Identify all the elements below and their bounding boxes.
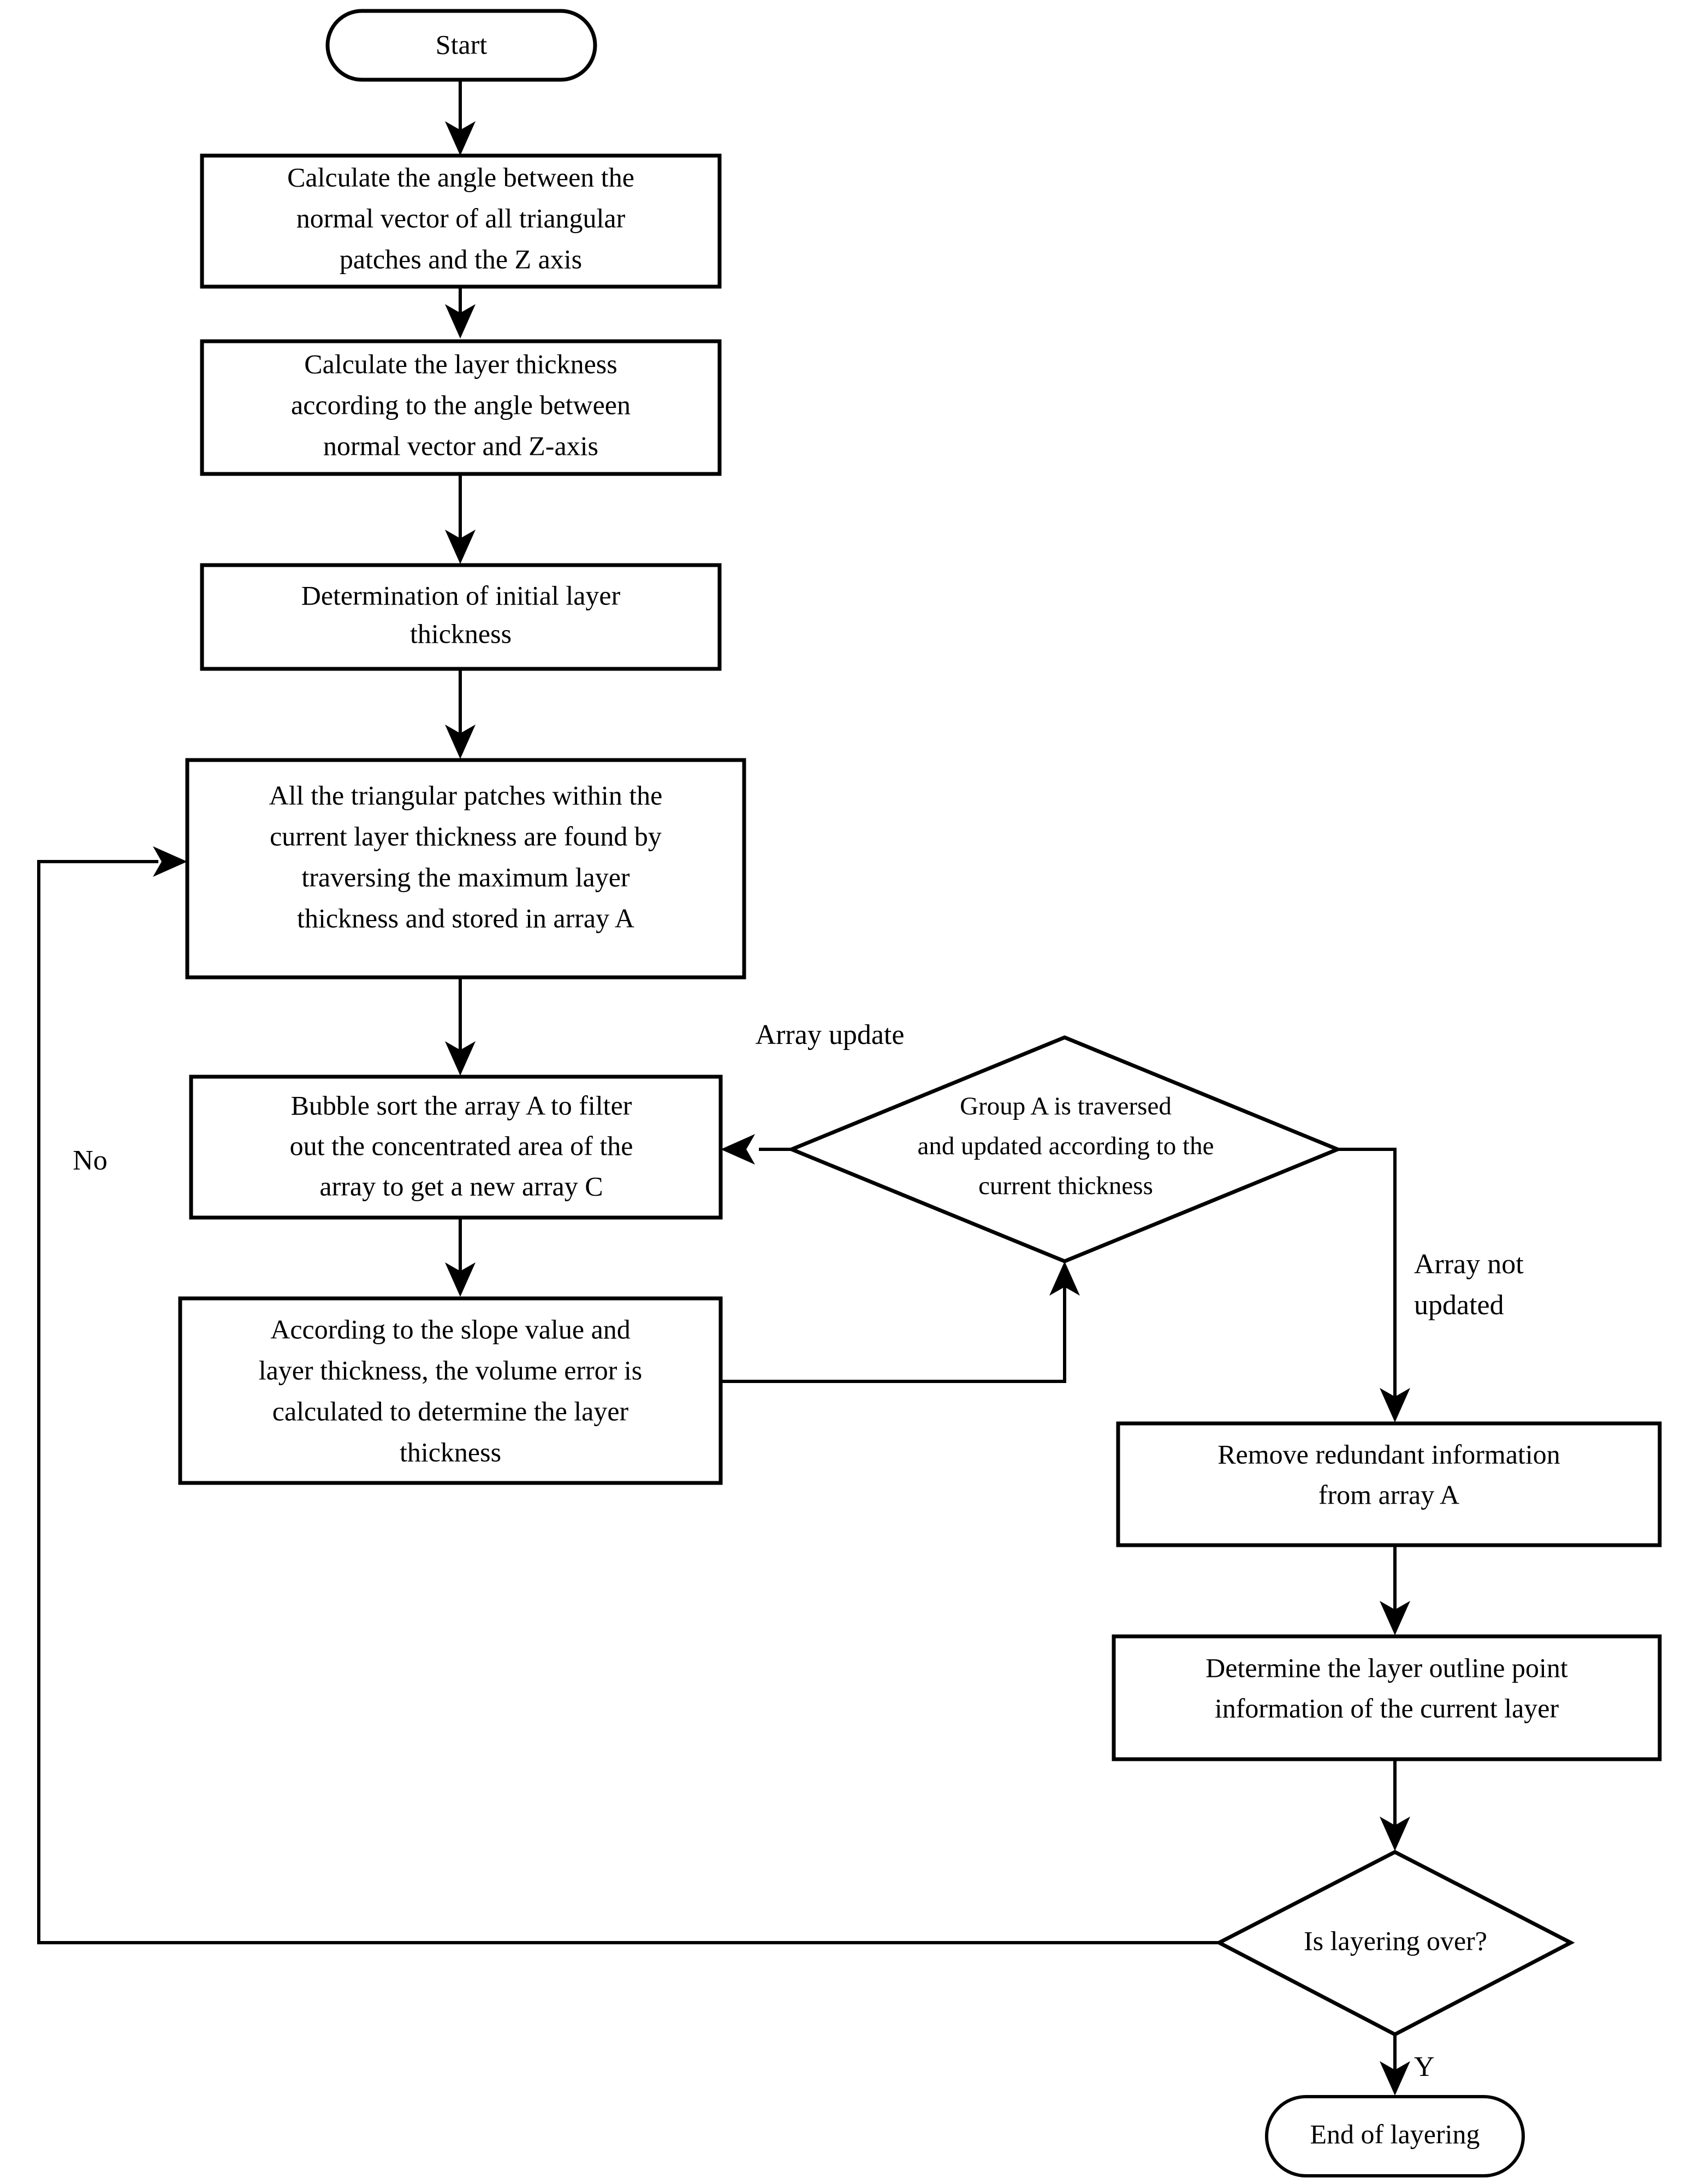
- node-calculate-layer-thickness[interactable]: Calculate the layer thickness according …: [200, 339, 722, 476]
- edge-volume-error-to-group-a: [721, 1261, 1080, 1383]
- node-remove-redundant[interactable]: Remove redundant information from array …: [1116, 1421, 1662, 1547]
- node-end[interactable]: End of layering: [1265, 2095, 1525, 2177]
- node-calculate-layer-thickness-line-1: Calculate the layer thickness: [304, 348, 617, 379]
- edge-label-array-update: Array update: [756, 1019, 905, 1051]
- node-find-patches-line-1: All the triangular patches within the: [269, 780, 663, 810]
- node-calculate-angle-line-2: normal vector of all triangular: [296, 203, 626, 233]
- node-volume-error-line-4: thickness: [400, 1437, 501, 1467]
- node-find-patches-line-2: current layer thickness are found by: [270, 821, 662, 851]
- edge-calc-thickness-to-initial: [445, 474, 476, 564]
- node-bubble-sort-line-3: array to get a new array C: [319, 1171, 603, 1201]
- node-determine-outline-line-2: information of the current layer: [1215, 1693, 1559, 1723]
- node-bubble-sort[interactable]: Bubble sort the array A to filter out th…: [189, 1075, 723, 1220]
- node-calculate-angle-line-1: Calculate the angle between the: [287, 162, 634, 192]
- node-calculate-layer-thickness-line-3: normal vector and Z-axis: [323, 430, 598, 461]
- node-start-label: Start: [436, 29, 488, 60]
- node-group-a-decision[interactable]: Group A is traversed and updated accordi…: [786, 1035, 1343, 1263]
- node-volume-error-line-2: layer thickness, the volume error is: [259, 1355, 643, 1385]
- node-find-patches-line-3: traversing the maximum layer: [301, 862, 630, 892]
- node-remove-redundant-line-1: Remove redundant information: [1217, 1439, 1560, 1469]
- node-calculate-layer-thickness-line-2: according to the angle between: [291, 389, 631, 420]
- node-initial-layer-thickness[interactable]: Determination of initial layer thickness: [200, 563, 722, 671]
- node-volume-error[interactable]: According to the slope value and layer t…: [178, 1296, 723, 1485]
- node-determine-outline[interactable]: Determine the layer outline point inform…: [1112, 1634, 1662, 1761]
- edge-remove-redundant-to-determine-outline: [1380, 1545, 1410, 1635]
- node-find-patches-line-4: thickness and stored in array A: [297, 903, 634, 933]
- node-bubble-sort-line-1: Bubble sort the array A to filter: [291, 1090, 632, 1120]
- edge-layering-over-to-end: [1380, 2034, 1410, 2096]
- node-calculate-angle-line-3: patches and the Z axis: [340, 244, 582, 274]
- edge-find-patches-to-bubble-sort: [445, 977, 476, 1076]
- edge-layering-over-no-loop: [37, 846, 1219, 1944]
- edge-label-no: No: [73, 1145, 108, 1176]
- edge-label-array-not-updated-line-1: Array not: [1414, 1249, 1524, 1280]
- node-group-a-decision-line-3: current thickness: [978, 1172, 1153, 1200]
- node-initial-layer-thickness-line-1: Determination of initial layer: [301, 580, 621, 610]
- node-volume-error-line-3: calculated to determine the layer: [272, 1396, 629, 1426]
- edge-label-array-not-updated-line-2: updated: [1414, 1290, 1504, 1321]
- node-determine-outline-line-1: Determine the layer outline point: [1205, 1652, 1568, 1683]
- edge-initial-to-find-patches: [445, 669, 476, 759]
- edge-group-a-to-bubble-sort: [721, 1134, 792, 1165]
- node-remove-redundant-line-2: from array A: [1318, 1479, 1459, 1510]
- node-start[interactable]: Start: [325, 9, 597, 82]
- node-layering-over-decision-label: Is layering over?: [1304, 1925, 1487, 1956]
- edge-determine-outline-to-layering-over: [1380, 1759, 1410, 1851]
- node-volume-error-line-1: According to the slope value and: [270, 1314, 631, 1344]
- node-bubble-sort-line-2: out the concentrated area of the: [290, 1130, 633, 1161]
- edge-start-to-calc-angle: [445, 79, 476, 156]
- edge-group-a-to-remove-redundant: [1338, 1148, 1410, 1422]
- node-group-a-decision-line-1: Group A is traversed: [960, 1092, 1172, 1120]
- node-group-a-decision-line-2: and updated according to the: [918, 1132, 1214, 1160]
- node-calculate-angle[interactable]: Calculate the angle between the normal v…: [200, 153, 722, 289]
- edge-bubble-sort-to-volume-error: [445, 1218, 476, 1297]
- node-initial-layer-thickness-line-2: thickness: [410, 618, 512, 649]
- edge-calc-angle-to-calc-thickness: [445, 287, 476, 339]
- edge-label-yes: Y: [1414, 2051, 1435, 2082]
- node-find-patches[interactable]: All the triangular patches within the cu…: [185, 758, 746, 980]
- node-layering-over-decision[interactable]: Is layering over?: [1215, 1850, 1575, 2037]
- node-end-label: End of layering: [1310, 2118, 1480, 2149]
